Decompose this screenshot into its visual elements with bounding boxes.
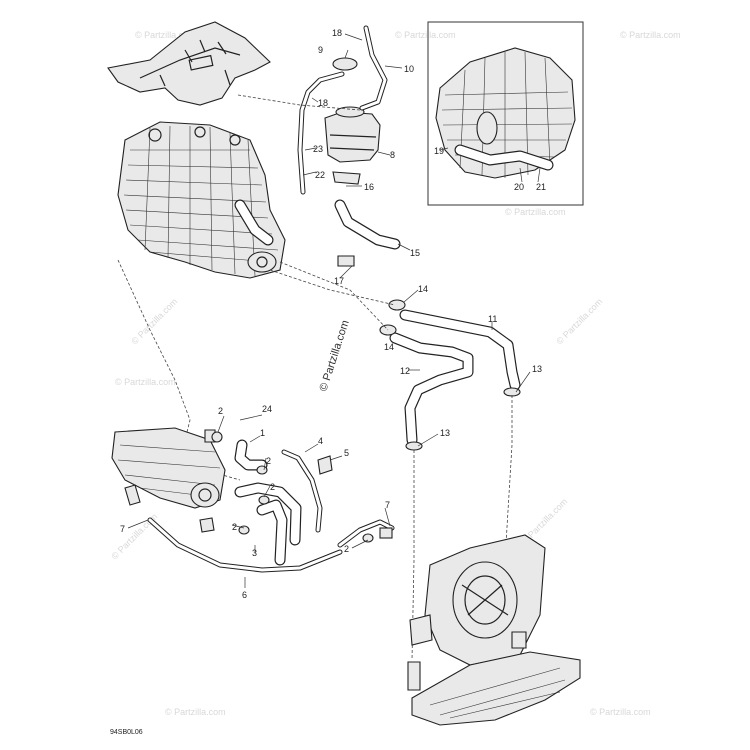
- callout-20: 20: [514, 182, 524, 192]
- watermark: © Partzilla.com: [115, 377, 176, 387]
- ride-plate: [411, 651, 581, 726]
- callout-4: 4: [318, 436, 323, 446]
- callout-24: 24: [262, 404, 272, 414]
- callout-23: 23: [313, 144, 323, 154]
- watermark: © Partzilla.com: [505, 207, 566, 217]
- callout-19: 19: [434, 146, 444, 156]
- callout-2: 2: [344, 544, 349, 554]
- callout-7: 7: [385, 500, 390, 510]
- main-cooling-hoses: [379, 299, 521, 451]
- callout-7: 7: [120, 524, 125, 534]
- callout-2: 2: [218, 406, 223, 416]
- watermark: © Partzilla.com: [554, 296, 604, 346]
- callout-8: 8: [390, 150, 395, 160]
- callout-22: 22: [315, 170, 325, 180]
- callout-9: 9: [318, 45, 323, 55]
- callout-14: 14: [384, 342, 394, 352]
- callout-14: 14: [418, 284, 428, 294]
- callout-5: 5: [344, 448, 349, 458]
- watermark: © Partzilla.com: [165, 707, 226, 717]
- reservoir-cap: [332, 57, 358, 71]
- callout-2: 2: [270, 482, 275, 492]
- callout-13: 13: [440, 428, 450, 438]
- watermark: © Partzilla.com: [135, 30, 196, 40]
- watermark: © Partzilla.com: [395, 30, 456, 40]
- callout-3: 3: [252, 548, 257, 558]
- lower-hose-cluster: [147, 429, 395, 573]
- engine-assembly: [117, 121, 286, 279]
- reservoir-hoses: [297, 25, 401, 267]
- callout-15: 15: [410, 248, 420, 258]
- callout-18: 18: [318, 98, 328, 108]
- callout-16: 16: [364, 182, 374, 192]
- callout-11: 11: [488, 314, 497, 324]
- callout-17: 17: [334, 276, 344, 286]
- callout-10: 10: [404, 64, 414, 74]
- watermark: © Partzilla.com: [620, 30, 681, 40]
- watermark: © Partzilla.com: [590, 707, 651, 717]
- exhaust-manifold-assembly: [111, 427, 226, 509]
- callout-leaders: [127, 33, 541, 588]
- callout-21: 21: [536, 182, 546, 192]
- callout-2: 2: [266, 456, 271, 466]
- coolant-reservoir: [324, 57, 381, 185]
- callout-6: 6: [242, 590, 247, 600]
- partzilla-watermark: © Partzilla.com: [317, 319, 351, 393]
- jet-pump-housing: [407, 534, 546, 691]
- engine-cover-plate: [107, 21, 271, 106]
- inset-engine-detail: [427, 21, 584, 206]
- callout-2: 2: [232, 522, 237, 532]
- callout-13: 13: [532, 364, 542, 374]
- callout-18: 18: [332, 28, 342, 38]
- drawing-number: 94SB0L06: [110, 729, 143, 736]
- callout-12: 12: [400, 366, 410, 376]
- callout-1: 1: [260, 428, 265, 438]
- callout-labels: 18 9 10 18 23 8 22 16 15 17 19 20 21 14 …: [120, 28, 546, 600]
